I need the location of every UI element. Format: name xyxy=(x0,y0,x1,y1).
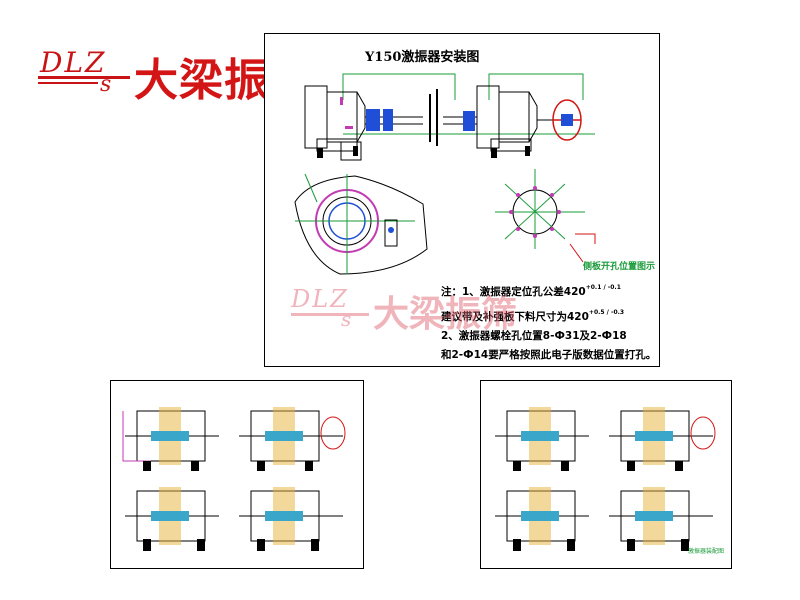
assembly-caption: 激振器装配图 xyxy=(688,548,725,555)
dlz-logo-mark: DLZ s xyxy=(38,42,130,100)
assembly-sheet-left xyxy=(110,380,364,569)
hole-pattern-right xyxy=(495,169,596,263)
assembly-left-svg xyxy=(122,407,346,551)
exciter-right-view xyxy=(443,85,555,152)
mounting-plate-left xyxy=(294,173,428,275)
logo-dlz-text: DLZ xyxy=(40,46,107,79)
logo-s-text: s xyxy=(100,72,112,97)
assembly-right-svg xyxy=(495,407,716,551)
detail-label: 侧板开孔位置图示 xyxy=(583,262,656,272)
note-line-4: 和2-Ф14要严格按照此电子版数据位置打孔。 xyxy=(441,349,657,361)
note-line-3: 2、激振器螺栓孔位置8-Ф31及2-Ф18 xyxy=(441,330,627,342)
assembly-sheet-right: 激振器装配图 xyxy=(480,380,732,569)
watermark: DLZ s 大梁振筛 xyxy=(291,285,518,335)
main-drawing-svg xyxy=(294,73,596,275)
note-line-2: 建议带及补强板下料尺寸为420+0.5 / -0.3 xyxy=(441,309,625,323)
note-line-1: 注：1、激振器定位孔公差420+0.1 / -0.1 xyxy=(441,284,621,298)
drawing-title: Y150激振器安装图 xyxy=(365,50,480,65)
main-drawing-sheet: Y150激振器安装图 侧板开孔位置图示 注：1、激振器定位孔公差420+0.1 … xyxy=(264,33,660,367)
